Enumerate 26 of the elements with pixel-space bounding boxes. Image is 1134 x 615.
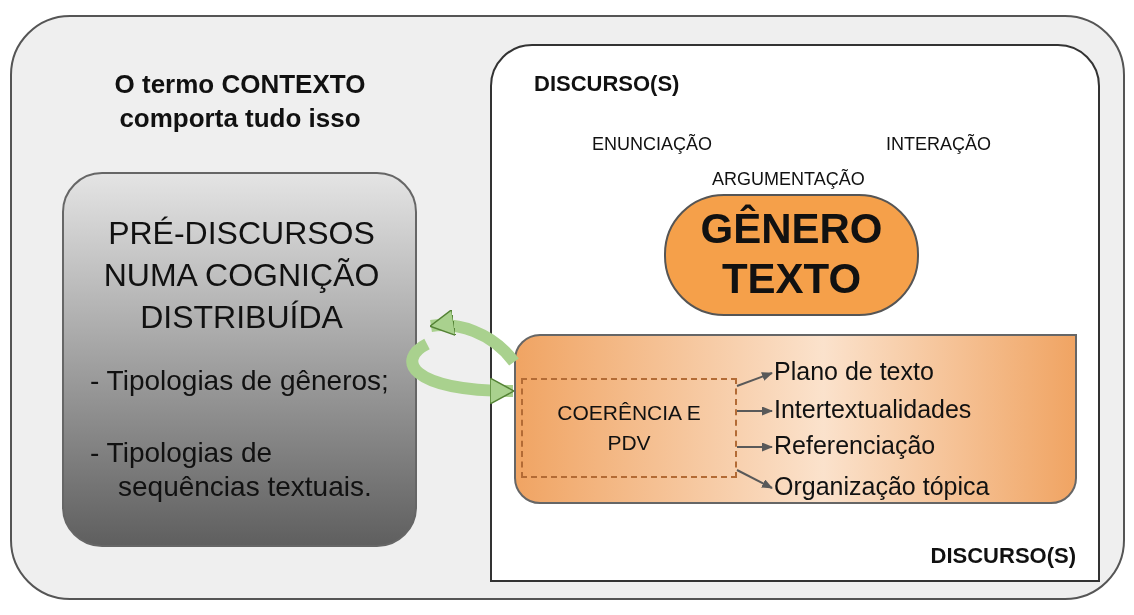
item-text: Intertextualidades [774, 392, 972, 426]
concept-label: ARGUMENTAÇÃO [712, 169, 865, 190]
arrow [736, 442, 773, 452]
list-item: - Tipologias de gêneros; [90, 364, 390, 398]
arrow [736, 372, 773, 387]
heading: GÊNERO TEXTO [699, 204, 884, 304]
arrow [736, 406, 773, 416]
item-text: Referenciação [774, 428, 936, 462]
item-text: Organização tópica [774, 469, 990, 503]
pre-discourse-box [62, 172, 417, 547]
label: COERÊNCIA E PDV [556, 400, 702, 456]
heading: DISCURSO(S) [534, 71, 680, 97]
item-text: Plano de texto [774, 354, 934, 388]
discourse-panel [490, 44, 1100, 582]
concept-label: ENUNCIAÇÃO [592, 134, 712, 155]
curved-arrow [429, 309, 519, 366]
coherence-panel [514, 334, 1077, 504]
context-panel [10, 15, 1125, 600]
heading: PRÉ-DISCURSOS NUMA COGNIÇÃO DISTRIBUÍDA [102, 214, 381, 337]
list-item: - Tipologias de sequências textuais. [90, 436, 373, 504]
concept-label: INTERAÇÃO [886, 134, 991, 155]
dashed-box [521, 378, 737, 478]
heading: O termo CONTEXTO comporta tudo isso [113, 68, 367, 135]
heading: DISCURSO(S) [930, 543, 1076, 569]
arrow [736, 469, 773, 489]
curved-arrow [406, 338, 515, 405]
